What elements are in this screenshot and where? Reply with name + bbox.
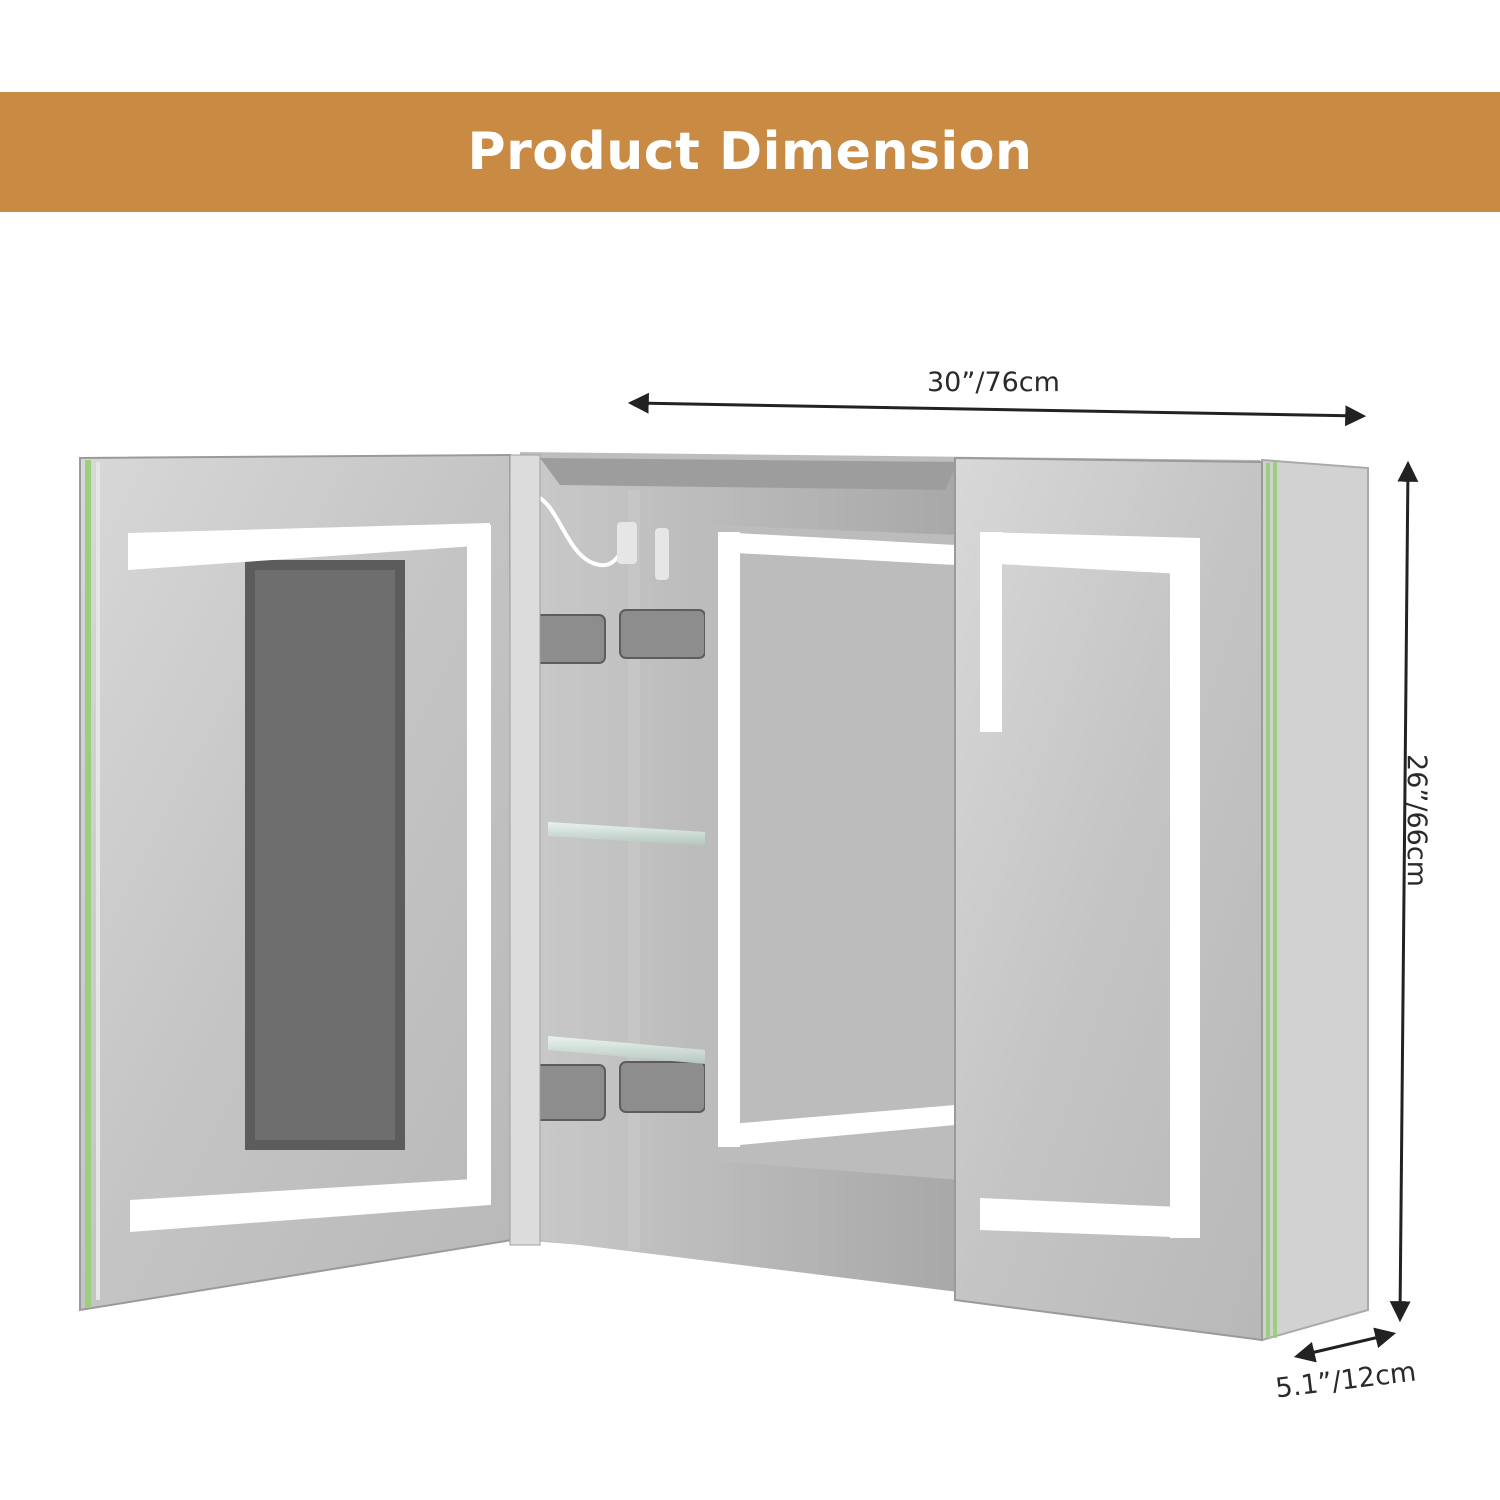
height-arrow — [1389, 460, 1419, 1323]
right-door-led-left — [980, 532, 1002, 732]
title-banner: Product Dimension — [0, 92, 1500, 212]
left-door-led-right — [467, 525, 491, 1205]
right-door-led-bottom — [980, 1198, 1200, 1238]
door-edge — [509, 454, 541, 1246]
dimension-arrows — [627, 392, 1419, 1363]
depth-arrow — [1293, 1327, 1397, 1363]
width-label: 30”/76cm — [927, 367, 1060, 398]
right-door — [954, 456, 1270, 1342]
left-door-led-bottom — [130, 1178, 490, 1232]
right-door-led-top — [980, 532, 1200, 575]
right-door-led-right — [1170, 538, 1200, 1238]
cabinet-side-panel — [1261, 458, 1369, 1342]
height-label: 26”/66cm — [1400, 754, 1432, 887]
banner-title: Product Dimension — [467, 122, 1033, 182]
hinge-bottom-right — [619, 1061, 706, 1113]
hinge-top-right — [619, 609, 706, 659]
inner-door-reflection — [705, 525, 960, 1180]
left-door — [79, 453, 514, 1312]
left-door-led-top — [128, 523, 490, 570]
width-arrow — [627, 392, 1367, 427]
